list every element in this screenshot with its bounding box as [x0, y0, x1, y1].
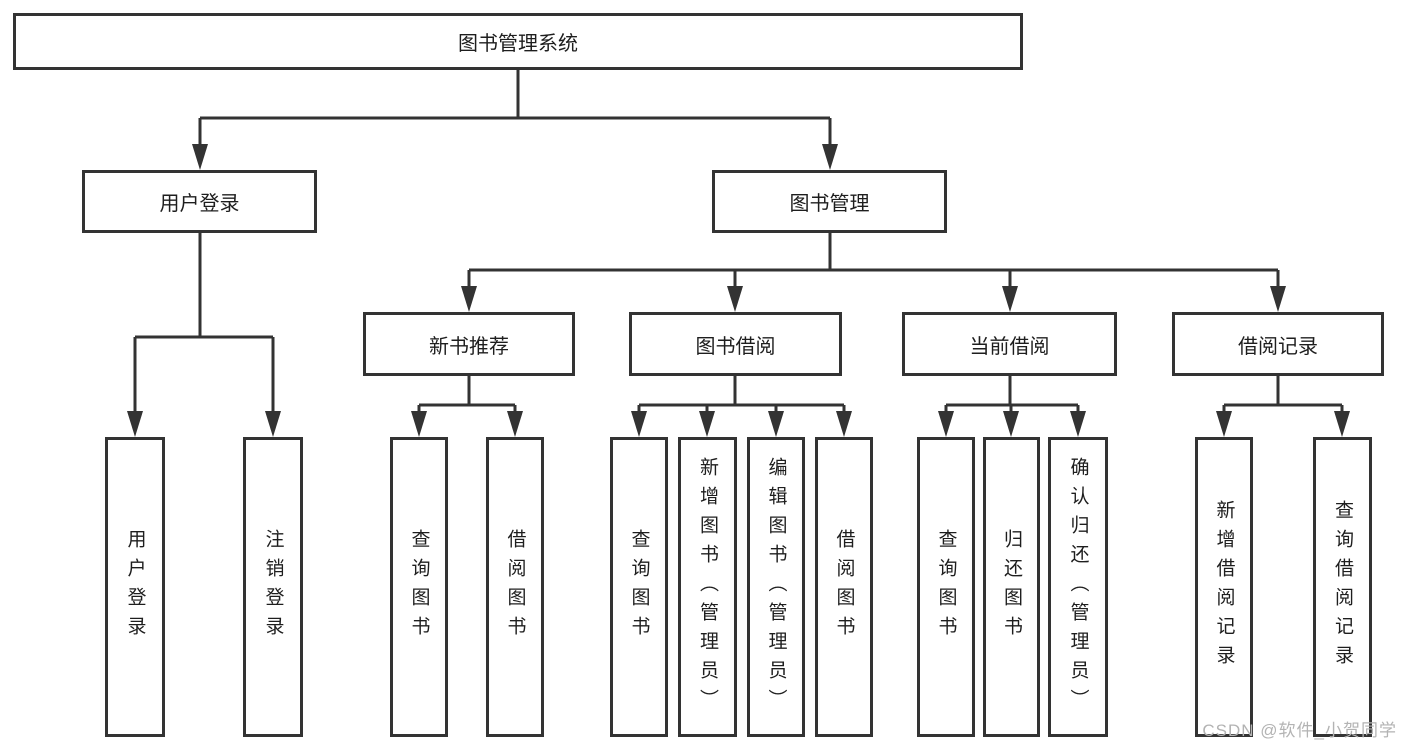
node-book-borrow: 图书借阅 — [629, 312, 842, 376]
node-new-book-recommend: 新书推荐 — [363, 312, 575, 376]
leaf-query-book-borrow: 查询图书 — [610, 437, 668, 737]
leaf-query-borrow-record: 查询借阅记录 — [1313, 437, 1372, 737]
node-library-management-system: 图书管理系统 — [13, 13, 1023, 70]
leaf-borrow-book-newbook: 借阅图书 — [486, 437, 544, 737]
leaf-add-book-admin: 新增图书（管理员） — [678, 437, 737, 737]
leaf-logout: 注销登录 — [243, 437, 303, 737]
leaf-confirm-return-admin: 确认归还（管理员） — [1048, 437, 1108, 737]
leaf-return-book: 归还图书 — [983, 437, 1040, 737]
leaf-query-book-newbook: 查询图书 — [390, 437, 448, 737]
leaf-query-book-current: 查询图书 — [917, 437, 975, 737]
connector-strokes — [133, 70, 1344, 416]
node-user-login: 用户登录 — [82, 170, 317, 233]
leaf-user-login: 用户登录 — [105, 437, 165, 737]
csdn-watermark: CSDN @软件_小贺同学 — [1202, 721, 1397, 740]
arrowheads — [127, 144, 1350, 437]
leaf-edit-book-admin: 编辑图书（管理员） — [747, 437, 805, 737]
node-book-management: 图书管理 — [712, 170, 947, 233]
leaf-add-borrow-record: 新增借阅记录 — [1195, 437, 1253, 737]
leaf-borrow-book-borrow: 借阅图书 — [815, 437, 873, 737]
node-borrow-record: 借阅记录 — [1172, 312, 1384, 376]
node-current-borrow: 当前借阅 — [902, 312, 1117, 376]
